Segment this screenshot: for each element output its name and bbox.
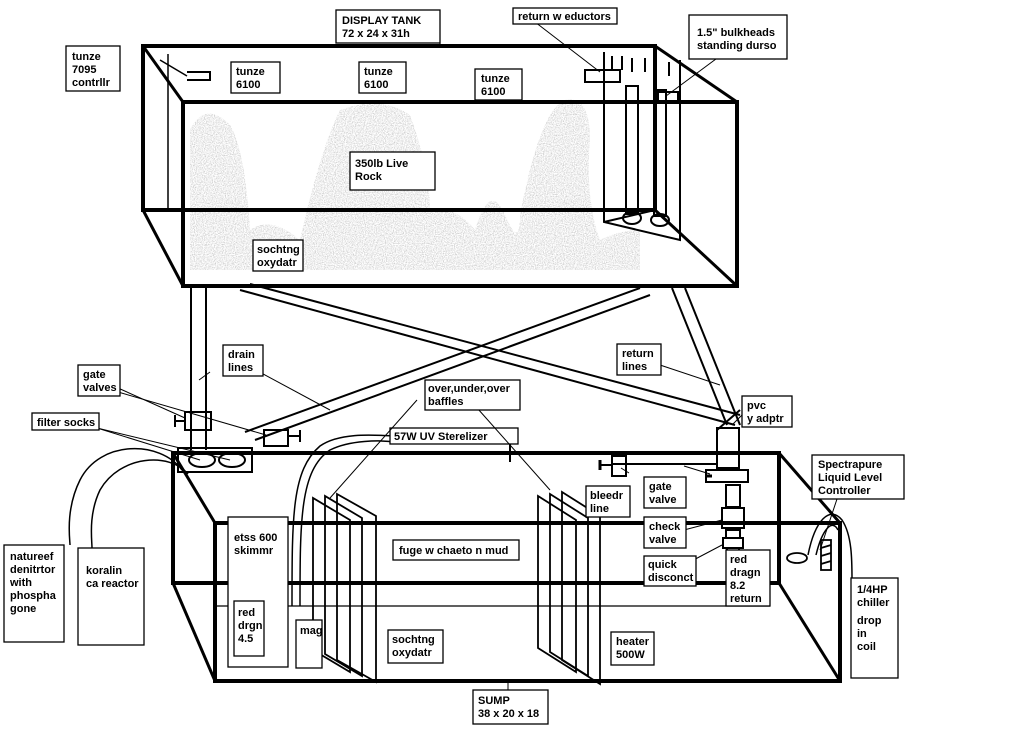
leader-lines xyxy=(96,21,839,690)
label-uv-sterilizer: 57W UV Sterelizer xyxy=(394,431,488,443)
label-fuge: fuge w chaeto n mud xyxy=(392,539,520,561)
svg-text:fuge w chaeto n mud: fuge w chaeto n mud xyxy=(399,545,508,557)
overflow-box xyxy=(603,52,681,242)
svg-text:filter socks: filter socks xyxy=(37,417,95,429)
svg-text:return w eductors: return w eductors xyxy=(518,11,611,23)
display-tank xyxy=(141,44,739,288)
hoses xyxy=(68,434,853,607)
svg-text:57W UV Sterelizer: 57W UV Sterelizer xyxy=(394,431,488,443)
baffles-right xyxy=(537,490,601,686)
label-mag-pump: mag xyxy=(295,619,323,669)
label-filter-socks: filter socks xyxy=(31,412,100,431)
drain-lines xyxy=(190,286,207,450)
level-sensor xyxy=(786,539,832,571)
return-eductor-pipe xyxy=(159,54,621,210)
baffles-left xyxy=(312,492,377,684)
sump-tank xyxy=(171,451,842,683)
filter-sock-chamber xyxy=(177,447,253,473)
crossing-pipes xyxy=(239,283,741,441)
uv-sterilizer-body xyxy=(389,427,519,445)
gate-valve-icons xyxy=(174,411,301,447)
svg-text:mag: mag xyxy=(300,625,323,637)
label-return-eductors: return w eductors xyxy=(512,7,618,25)
